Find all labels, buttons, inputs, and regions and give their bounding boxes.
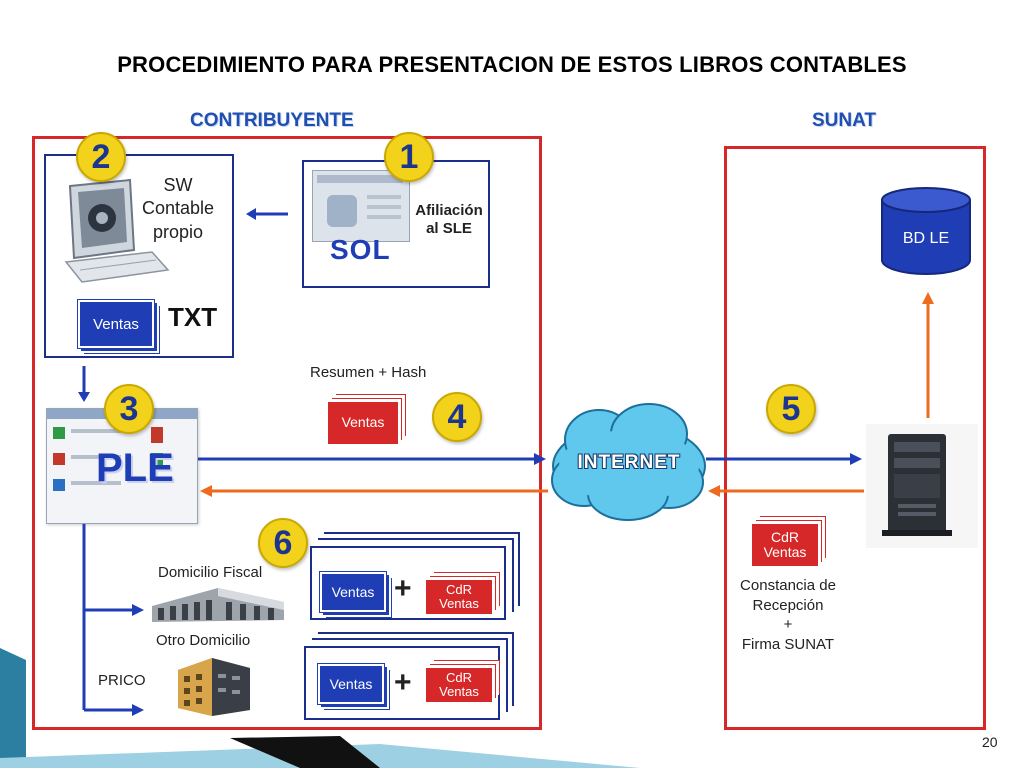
sol-window-icon bbox=[312, 170, 410, 242]
step2-label-line1: SW bbox=[163, 175, 193, 195]
domicilio-fiscal-label: Domicilio Fiscal bbox=[158, 564, 263, 581]
step6-cdr-line1-otro: CdR bbox=[445, 669, 472, 685]
step2-file-type: TXT bbox=[168, 302, 218, 332]
arrow-internet-to-server bbox=[706, 453, 862, 465]
sol-logo: SOL bbox=[330, 234, 391, 265]
step5-caption: Constancia de Recepción + Firma SUNAT bbox=[728, 576, 848, 654]
step5-caption-line2: Recepción bbox=[752, 596, 824, 614]
step2-file-card: Ventas bbox=[78, 300, 154, 348]
step-5-badge: 5 bbox=[766, 384, 816, 434]
page-number: 20 bbox=[982, 734, 998, 750]
server-icon bbox=[882, 434, 952, 536]
database-label: BD LE bbox=[902, 230, 950, 247]
step-1-badge: 1 bbox=[384, 132, 434, 182]
step-4-badge: 4 bbox=[432, 392, 482, 442]
computer-icon bbox=[64, 178, 170, 283]
internet-label: INTERNET bbox=[577, 452, 681, 473]
step2-label-line2: Contable bbox=[141, 198, 215, 219]
section-label-sunat: SUNAT bbox=[812, 110, 877, 131]
step6-ventas-card-otro: Ventas bbox=[318, 664, 384, 704]
step5-cdr-card: CdR Ventas bbox=[752, 524, 818, 566]
slide-title: PROCEDIMIENTO PARA PRESENTACION DE ESTOS… bbox=[117, 52, 907, 77]
step4-card: Ventas bbox=[328, 402, 398, 444]
step6-cdr-card-fiscal: CdR Ventas bbox=[426, 580, 492, 614]
otro-domicilio-label: Otro Domicilio bbox=[156, 632, 251, 649]
step4-caption: Resumen + Hash bbox=[310, 364, 427, 381]
prico-label: PRICO bbox=[98, 672, 146, 689]
step-2-badge: 2 bbox=[76, 132, 126, 182]
step5-cdr-line2: Ventas bbox=[763, 544, 807, 560]
step6-ventas-card-fiscal: Ventas bbox=[320, 572, 386, 612]
ple-app-name: PLE bbox=[96, 446, 174, 490]
building-otro-icon bbox=[178, 658, 250, 716]
step5-caption-plus: + bbox=[783, 616, 793, 633]
contribuyente-frame bbox=[32, 136, 542, 730]
step6-plus-fiscal: + bbox=[394, 572, 412, 605]
database-icon bbox=[881, 187, 971, 275]
step5-caption-line3: Firma SUNAT bbox=[741, 635, 835, 653]
arrow-step1-to-step2 bbox=[246, 208, 288, 220]
arrow-server-to-internet bbox=[708, 485, 864, 497]
step2-label-line3: propio bbox=[152, 221, 204, 242]
step6-cdr-line2-fiscal: Ventas bbox=[439, 596, 479, 611]
step6-cdr-line2-otro: Ventas bbox=[439, 684, 479, 699]
building-fiscal-icon bbox=[152, 588, 284, 622]
internet-cloud-icon bbox=[551, 403, 706, 521]
step6-cdr-line1-fiscal: CdR bbox=[445, 581, 472, 597]
step5-caption-line1: Constancia de bbox=[740, 577, 836, 594]
step1-label: Afiliación al SLE bbox=[412, 202, 486, 238]
step6-cdr-card-otro: CdR Ventas bbox=[426, 668, 492, 702]
step1-label-line1: Afiliación bbox=[415, 202, 483, 219]
step2-label: SW Contable propio bbox=[130, 174, 226, 244]
step1-label-line2: al SLE bbox=[426, 220, 472, 237]
arrow-server-to-database bbox=[922, 292, 934, 418]
step-3-badge: 3 bbox=[104, 384, 154, 434]
arrow-internet-to-ple bbox=[200, 485, 548, 497]
arrow-ple-to-storage bbox=[82, 524, 144, 716]
step-6-badge: 6 bbox=[258, 518, 308, 568]
arrow-ple-to-internet bbox=[198, 453, 546, 465]
step6-plus-otro: + bbox=[394, 666, 412, 699]
sunat-frame bbox=[724, 146, 986, 730]
decorative-swoosh bbox=[0, 648, 640, 768]
arrow-step2-to-step3 bbox=[78, 366, 90, 402]
step5-cdr-line1: CdR bbox=[770, 528, 799, 545]
section-label-contribuyente: CONTRIBUYENTE bbox=[190, 110, 354, 131]
